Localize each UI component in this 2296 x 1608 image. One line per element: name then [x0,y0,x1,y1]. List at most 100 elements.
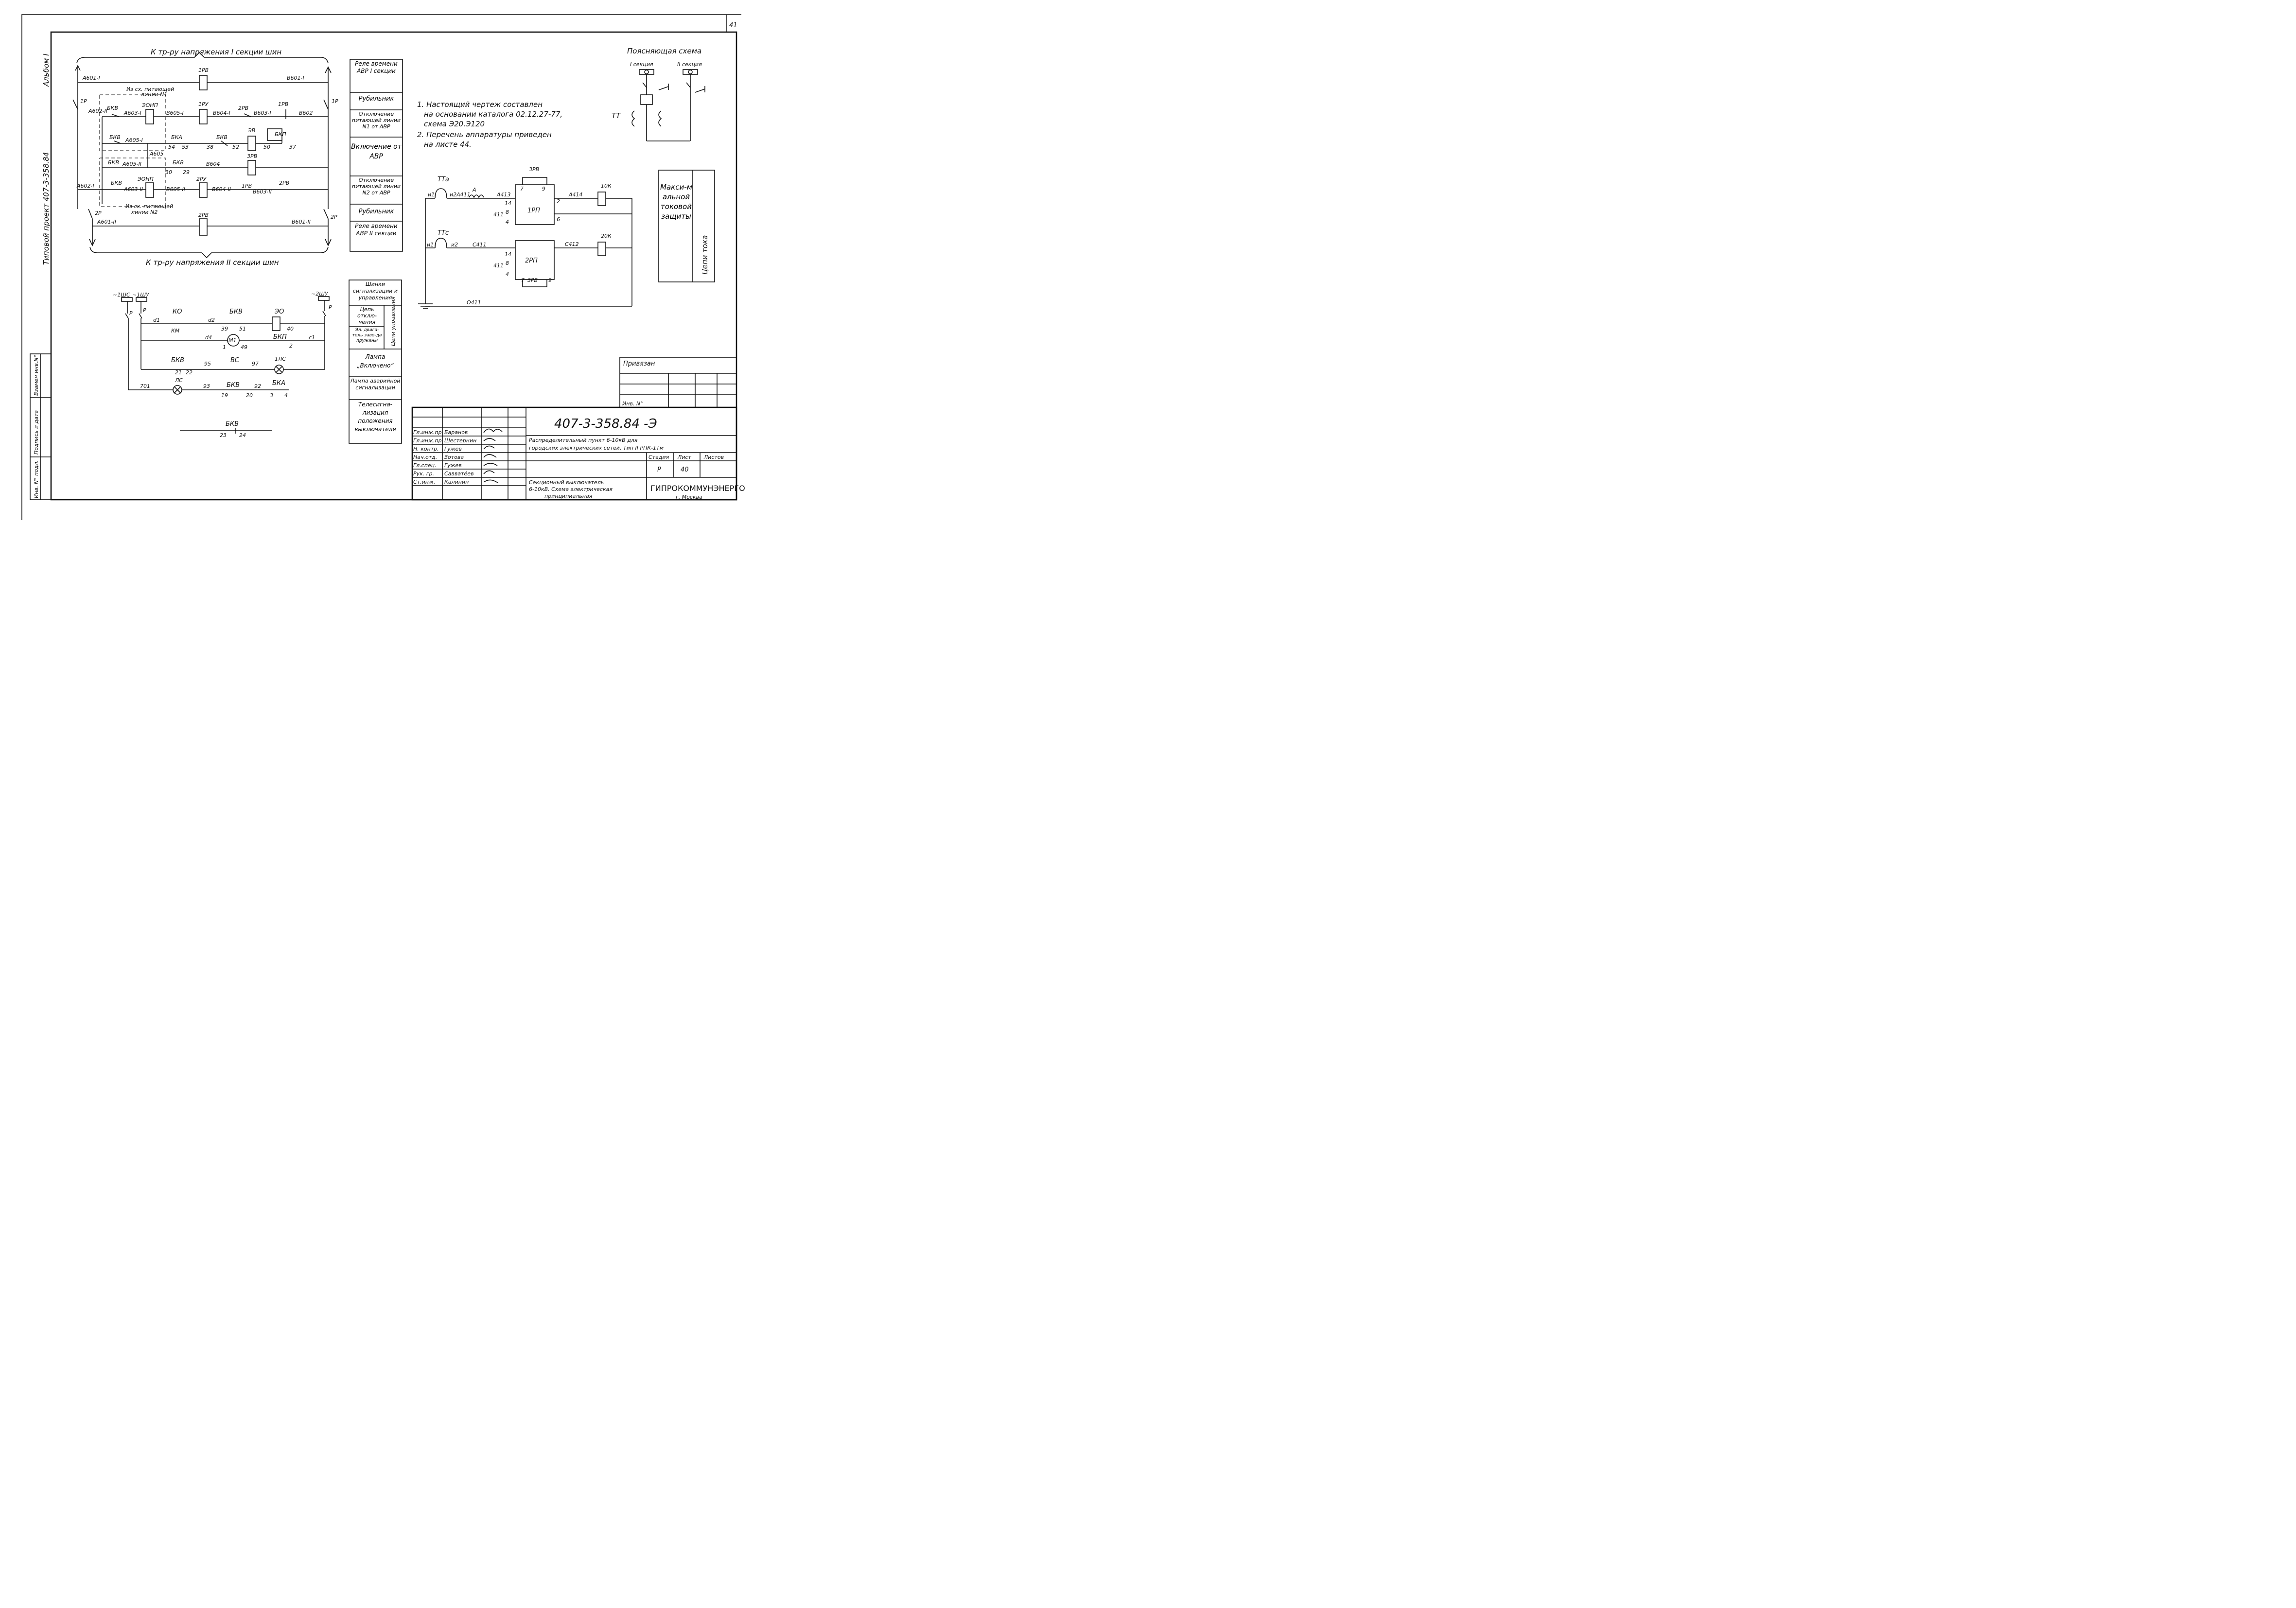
tb-name-6: Саввате́ев [444,471,474,477]
schematic-sheet: 41 Альбом I Типовой проект 407-3-358.84 … [21,14,745,520]
tb-sheet-value: 40 [681,466,689,473]
label-1rv: 1РВ [198,67,209,73]
label-1rp-6: 6 [557,216,560,223]
ft-bottom-row-6: Телесигна-лизация положения выключателя [354,401,396,433]
label-1rv-contact: 1РВ [278,101,288,107]
label-2rp-14: 14 [505,251,511,258]
label-1p-left: 1Р [80,98,87,105]
label-bkp-2: 2 [289,343,293,349]
function-table-bottom: Шинки сигнализации и управления Цепь отк… [349,280,402,444]
label-a603-1: А603-I [123,110,141,116]
tb-bound: Привязан [623,360,655,367]
label-bka-3: 3 [270,392,273,399]
label-2ru: 2РУ [196,176,207,182]
label-bka-ctrl: БКА [272,380,285,387]
label-b605-2: В605-II [166,186,185,192]
label-2rp-411: 411 [493,262,504,269]
label-d2: d2 [208,317,215,323]
tb-name-7: Калинин [444,479,469,485]
coil-1ru [199,109,208,124]
tb-desc-1: Распределительный пункт 6-10кВ для [529,437,638,443]
inner-frame [50,31,737,501]
outer-frame [21,14,741,520]
ft-bottom-row-1: Шинки сигнализации и управления [352,281,398,301]
label-52: 52 [232,144,239,150]
label-bkv-row3: БКВ [108,159,119,166]
label-92: 92 [254,383,261,389]
label-37: 37 [289,144,296,150]
label-p-3: Р [329,304,332,311]
label-a414: А414 [568,192,583,198]
label-eonp-1: ЭОНП [141,102,158,108]
tb-sheet-label: Лист [677,454,691,460]
relay-1rp [515,184,555,225]
label-c1: с1 [309,334,315,341]
label-53: 53 [182,144,189,150]
label-2p-right: 2Р [331,214,337,220]
label-1ru: 1РУ [198,101,209,107]
label-1rp: 1РП [527,207,540,214]
label-m1: М1 [228,337,237,344]
label-40: 40 [287,326,294,332]
label-2rv: 2РВ [198,212,209,218]
label-o411: О411 [467,299,481,306]
ft-top-row-6: Рубильник [358,208,394,215]
note-1a: 1. Настоящий чертеж составлен [417,100,543,109]
label-51: 51 [239,326,246,332]
label-tta-i1: и1 [428,192,435,198]
label-bkv-ctrl2: БКВ [171,357,184,364]
label-bka-4: 4 [284,392,288,399]
label-3rv: 3РВ [247,153,257,159]
tb-name-3: Гужев [444,446,462,452]
label-39: 39 [221,326,228,332]
label-38: 38 [207,144,213,150]
bottom-title: К тр-ру напряжения II секции шин [146,258,279,267]
label-97: 97 [252,361,259,367]
label-bkv-row4: БКВ [111,180,122,186]
coil-eonp-2 [145,182,154,198]
ft-top-row-1: Реле времени АВР I секции [355,60,398,74]
label-a602-1: А602-I [76,183,94,189]
label-a605: А605 [149,151,164,157]
label-bkv-tele: БКВ [226,420,239,428]
note-1c: схема Э20.Э120 [424,120,485,128]
ft-top-row-5: Отключение питающей линии N2 от АВР [351,177,401,196]
coil-ev [247,136,256,151]
tb-stage-value: Р [657,466,661,473]
label-2rp-9: 9 [548,277,552,283]
label-bkv-row3b: БКВ [173,159,184,166]
coil-eonp-1 [145,109,154,124]
label-a603-2: А603-II [123,186,143,192]
label-a601-1: А601-I [82,75,100,81]
relay-2rp [515,240,555,280]
tb-city: г. Москва [676,494,702,500]
coil-2rv [199,218,208,236]
explain-title: Поясняющая схема [627,47,701,55]
label-b601-2: В601-II [292,219,311,225]
tb-role-7: Ст.инж. [413,479,435,485]
label-b601-1: В601-I [287,75,304,81]
label-19: 19 [221,392,228,399]
tb-role-1: Гл.инж.пр. [413,429,443,436]
motor-m1 [227,334,240,347]
signatures-scribbles [483,428,503,484]
label-c412: С412 [565,241,579,247]
coil-3rv [247,160,256,175]
note-2b: на листе 44. [424,140,472,149]
label-bkv-row2b: БКВ [216,134,228,140]
label-21: 21 [175,369,182,376]
label-a601-2: А601-II [97,219,116,225]
side-project: Типовой проект 407-3-358.84 [42,152,51,265]
label-93: 93 [203,383,210,389]
tb-name-4: Зотова [444,454,464,460]
ft-bottom-row-5: Лампа аварийной сигнализации [350,378,401,391]
label-24: 24 [239,432,246,438]
label-95: 95 [204,361,211,367]
label-3rv-bottom: 3РВ [527,277,538,283]
label-1rp-7: 7 [520,186,524,192]
label-b604-1: В604-I [213,110,230,116]
label-a605-2: А605-II [122,161,141,167]
tb-org: ГИПРОКОММУНЭНЕРГО [650,484,745,493]
label-50: 50 [263,144,270,150]
label-tta: ТТа [438,176,449,183]
